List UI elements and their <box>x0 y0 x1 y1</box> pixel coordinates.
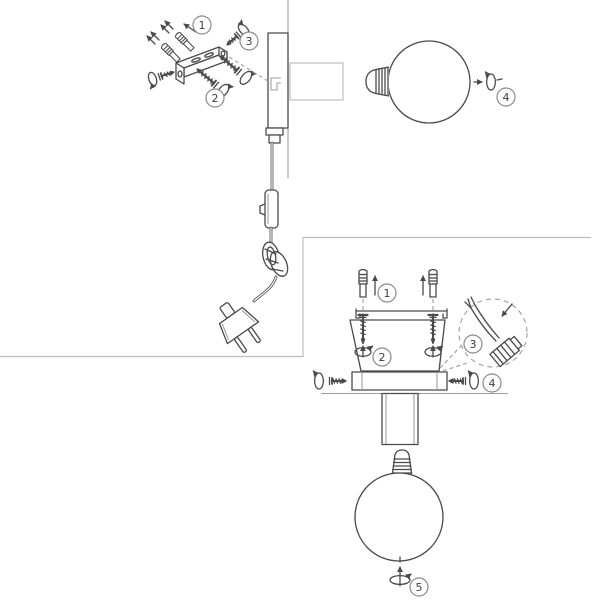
bracket-guide-dashed-line <box>228 56 272 84</box>
callout-step-3: 3 <box>463 334 483 354</box>
wall-anchor <box>146 31 182 64</box>
cord-grip <box>265 127 284 136</box>
svg-text:3: 3 <box>246 35 253 48</box>
keyhole-slot <box>270 77 281 91</box>
wall-section <box>267 0 344 178</box>
wall-cutaway-box <box>289 62 344 101</box>
bulb-screw-base <box>393 449 411 460</box>
canopy-screw <box>355 313 373 358</box>
push-arrow <box>150 31 160 41</box>
light-bulb <box>354 449 444 562</box>
svg-text:2: 2 <box>379 351 386 364</box>
canopy <box>349 319 446 372</box>
wiring-detail: 3 <box>439 296 528 372</box>
wall-anchor <box>160 20 196 53</box>
svg-text:1: 1 <box>384 287 391 300</box>
svg-text:3: 3 <box>470 338 477 351</box>
detail-leader-line <box>439 345 462 369</box>
wall-lamp-diagram: 1 2 3 <box>146 0 516 353</box>
screw-in-rotation-icon <box>473 72 503 90</box>
wall-anchor <box>428 268 438 298</box>
detail-circle <box>458 298 528 368</box>
callout-step-2: 2 <box>205 88 225 108</box>
ceiling-lamp-diagram: 1 2 <box>313 268 528 597</box>
mounting-bracket <box>175 46 228 85</box>
strap-hook <box>442 308 448 319</box>
insert-arrow <box>501 303 513 317</box>
callout-step-1: 1 <box>377 283 397 303</box>
base-plate-step: 4 <box>313 371 508 395</box>
power-plug <box>218 302 261 353</box>
inline-switch <box>259 189 279 229</box>
svg-text:2: 2 <box>212 92 219 105</box>
push-arrow <box>164 20 174 30</box>
push-arrow <box>146 35 156 45</box>
canopy-screw <box>425 313 443 358</box>
canopy-step: 2 <box>349 313 446 372</box>
wire-fork-end <box>464 298 472 309</box>
screw-in-rotation-icon <box>389 556 412 587</box>
cord-assembly <box>218 127 289 353</box>
svg-text:4: 4 <box>489 377 496 390</box>
side-screw <box>313 371 348 389</box>
plug-prong <box>247 327 261 344</box>
callout-step-4: 4 <box>496 87 516 107</box>
light-bulb <box>365 40 471 124</box>
side-screw <box>146 66 177 89</box>
wire-fork-end <box>470 296 476 306</box>
plug-prong <box>234 336 247 353</box>
callout-step-1: 1 <box>192 15 212 35</box>
svg-text:4: 4 <box>503 91 510 104</box>
callout-step-4: 4 <box>482 373 502 393</box>
callout-step-5: 5 <box>409 577 429 597</box>
power-cord <box>252 275 278 303</box>
socket-stem <box>381 392 419 446</box>
svg-text:1: 1 <box>199 19 206 32</box>
detail-leader-line <box>442 361 471 372</box>
anchor-step: 1 <box>358 268 438 316</box>
bulb-step: 4 <box>365 40 516 124</box>
base-plate <box>351 371 448 391</box>
coiled-cord <box>262 241 289 277</box>
step1-arrow <box>183 23 197 33</box>
svg-text:5: 5 <box>416 581 423 594</box>
mounting-bracket-assembly: 1 2 3 <box>146 15 272 108</box>
lamp-wires <box>464 296 500 342</box>
push-arrow <box>160 24 170 34</box>
panel-divider <box>0 236 591 358</box>
callout-step-3: 3 <box>239 31 259 51</box>
side-screw <box>447 371 478 389</box>
cord-grip-nut <box>268 134 281 144</box>
terminal-block <box>489 335 523 368</box>
callout-step-2: 2 <box>372 347 392 367</box>
wall-anchor <box>358 268 368 298</box>
bulb-screw-base <box>365 66 390 97</box>
